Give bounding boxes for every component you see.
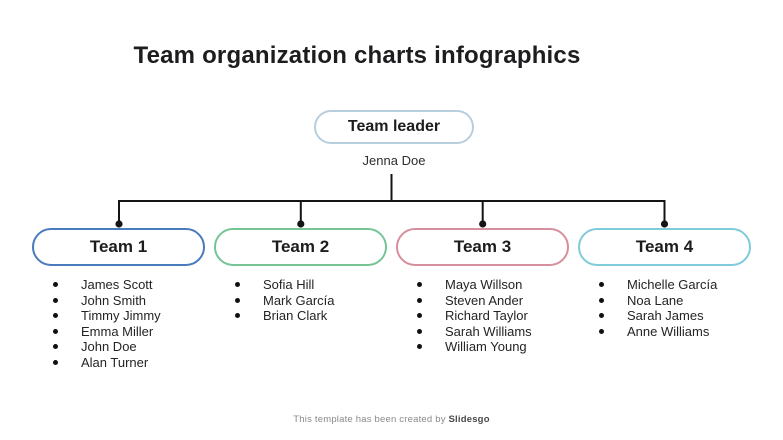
team-2-node: Team 2 bbox=[214, 228, 387, 266]
member-item: John Doe bbox=[53, 339, 205, 355]
team-2-label: Team 2 bbox=[271, 237, 330, 256]
member-item: John Smith bbox=[53, 293, 205, 309]
leader-name: Jenna Doe bbox=[362, 153, 426, 168]
member-item: Alan Turner bbox=[53, 355, 205, 371]
leader-label: Team leader bbox=[347, 118, 441, 135]
member-item: Noa Lane bbox=[599, 293, 751, 309]
member-item: Sofia Hill bbox=[235, 277, 387, 293]
member-item: James Scott bbox=[53, 277, 205, 293]
team-1-label: Team 1 bbox=[89, 237, 148, 256]
leader-node: Team leader bbox=[314, 110, 474, 144]
member-item: Brian Clark bbox=[235, 308, 387, 324]
member-item: Steven Ander bbox=[417, 293, 569, 309]
footer-brand: Slidesgo bbox=[448, 414, 490, 425]
member-item: Anne Williams bbox=[599, 324, 751, 340]
member-item: William Young bbox=[417, 339, 569, 355]
footer-text: This template has been created by bbox=[293, 414, 446, 425]
team-4-label: Team 4 bbox=[635, 237, 694, 256]
team-4-node: Team 4 bbox=[578, 228, 751, 266]
member-item: Michelle García bbox=[599, 277, 751, 293]
team-3-label: Team 3 bbox=[453, 237, 512, 256]
member-item: Mark García bbox=[235, 293, 387, 309]
member-item: Timmy Jimmy bbox=[53, 308, 205, 324]
member-item: Richard Taylor bbox=[417, 308, 569, 324]
footer-credit: This template has been created by Slides… bbox=[0, 414, 783, 425]
member-item: Sarah Williams bbox=[417, 324, 569, 340]
member-item: Emma Miller bbox=[53, 324, 205, 340]
member-item: Sarah James bbox=[599, 308, 751, 324]
team-3-node: Team 3 bbox=[396, 228, 569, 266]
member-item: Maya Willson bbox=[417, 277, 569, 293]
page-title: Team organization charts infographics bbox=[133, 42, 581, 69]
team-1-node: Team 1 bbox=[32, 228, 205, 266]
